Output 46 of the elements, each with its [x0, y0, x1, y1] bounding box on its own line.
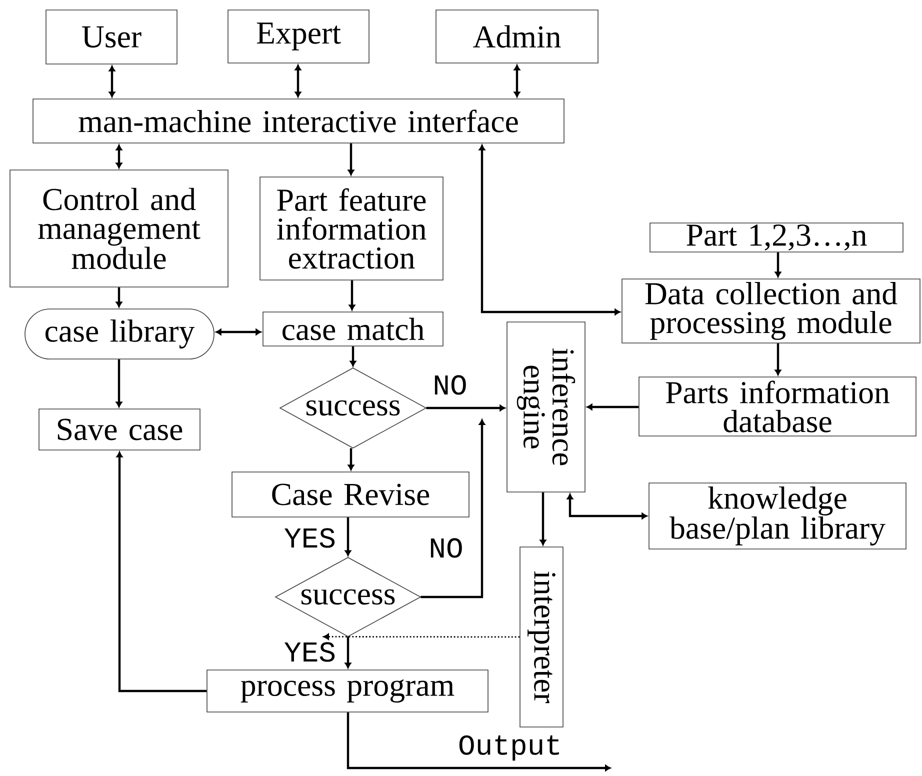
arrow	[216, 328, 262, 336]
process-box: case match	[262, 312, 444, 346]
process-box: Control and management module	[10, 170, 228, 288]
process-box: inference engine	[506, 322, 586, 492]
edge-label: NO	[428, 537, 464, 559]
process-box: man-machine interactive interface	[32, 98, 564, 144]
arrow	[426, 404, 506, 412]
arrow	[344, 636, 352, 668]
process-box: User	[46, 10, 178, 64]
arrow	[116, 144, 122, 168]
arrow	[586, 404, 639, 410]
dotted-arrow	[323, 634, 520, 640]
arrow	[348, 448, 354, 470]
process-box: Part 1,2,3…,n	[650, 222, 904, 252]
arrow	[478, 144, 620, 316]
library-terminal: case library	[24, 308, 214, 360]
edge-label: YES	[283, 641, 337, 663]
process-box: Expert	[228, 10, 370, 64]
process-box: Parts information database	[638, 376, 916, 436]
edge-label: NO	[432, 374, 468, 396]
process-box: Case Revise	[232, 472, 470, 518]
arrow	[566, 494, 648, 520]
process-box: interpreter	[520, 546, 564, 728]
arrow	[350, 346, 356, 367]
arrow	[108, 66, 116, 98]
process-box: Data collection and processing module	[622, 278, 920, 344]
arrow	[344, 517, 352, 556]
edge-label: YES	[283, 527, 337, 549]
process-box: Part feature information extraction	[260, 176, 444, 280]
process-box: knowledge base/plan library	[648, 482, 906, 550]
arrow	[348, 143, 354, 176]
arrow	[294, 64, 302, 98]
process-box: Admin	[436, 10, 598, 64]
arrow	[116, 359, 122, 408]
arrow	[348, 280, 356, 310]
arrow	[514, 64, 520, 98]
edge-label: Output	[457, 734, 564, 762]
arrow	[774, 252, 782, 278]
arrow	[346, 712, 611, 772]
arrow	[540, 492, 546, 546]
arrow	[420, 419, 486, 598]
process-box: Save case	[38, 408, 200, 450]
process-box: process program	[206, 670, 488, 712]
arrow	[774, 343, 782, 376]
arrow	[116, 452, 207, 692]
arrow	[116, 287, 122, 308]
